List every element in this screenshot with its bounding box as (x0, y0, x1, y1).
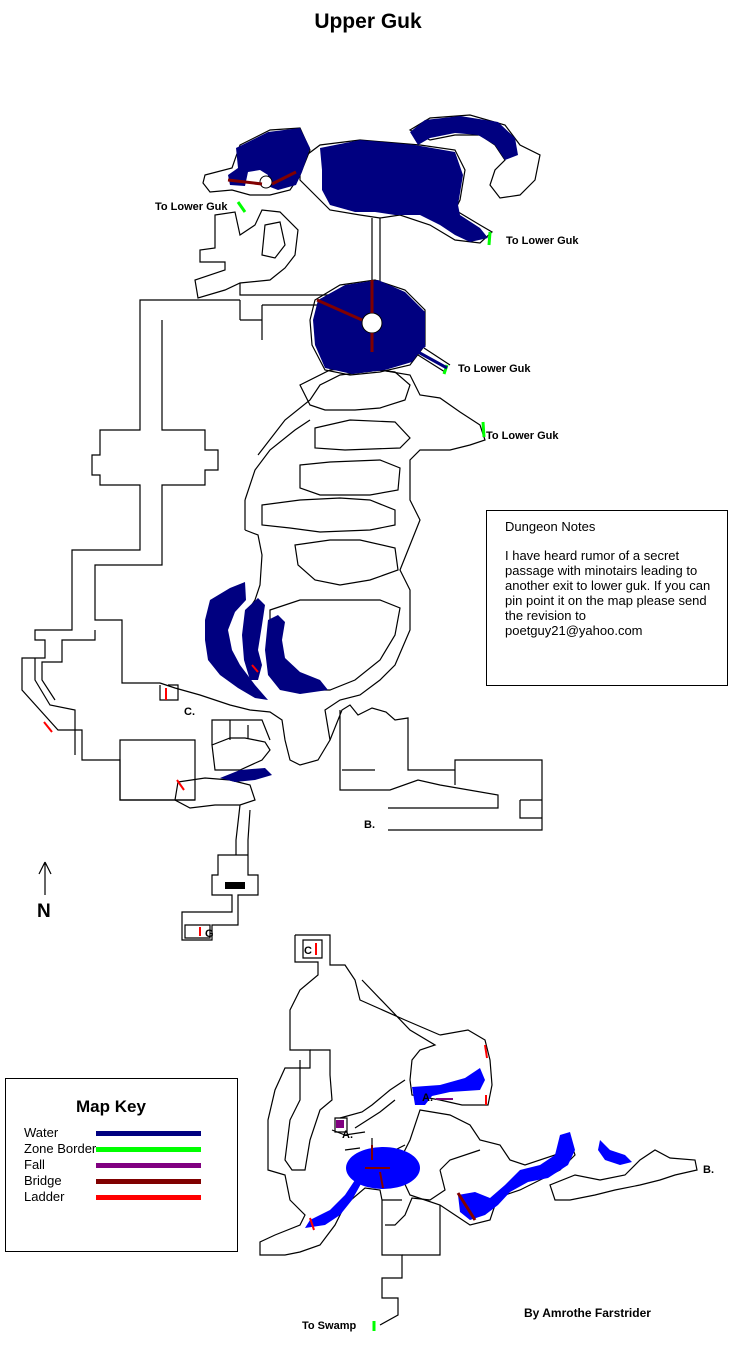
center-tunnels (159, 369, 486, 766)
label-to-lower-guk-2: To Lower Guk (506, 235, 579, 247)
key-swatch-fall (96, 1163, 201, 1168)
water-pool-small (220, 768, 272, 782)
maze-west (194, 209, 299, 299)
label-to-lower-guk-4: To Lower Guk (486, 430, 559, 442)
ladder-mid (251, 664, 259, 673)
key-label-ladder: Ladder (24, 1189, 65, 1204)
bridge-lower (456, 1192, 477, 1221)
label-a-lower: A. (342, 1129, 353, 1141)
central-lake-room (309, 279, 426, 376)
key-label-water: Water (24, 1125, 59, 1140)
bridge-central-w (316, 298, 363, 322)
label-b-upper: B. (364, 819, 375, 831)
marker-block (225, 882, 245, 889)
key-label-bridge: Bridge (24, 1173, 62, 1188)
room-sw (119, 739, 196, 801)
key-swatch-zone-border (96, 1147, 201, 1152)
key-swatch-water (96, 1131, 201, 1136)
maze-west-inner (261, 221, 286, 259)
label-g: G (205, 928, 214, 940)
water-lower-e (458, 1132, 575, 1220)
water-lower-ne (412, 1068, 485, 1105)
label-c-upper: C. (184, 706, 195, 718)
notes-heading: Dungeon Notes (505, 519, 596, 534)
key-label-fall: Fall (24, 1157, 45, 1172)
lower-top-room (259, 934, 493, 1326)
water-north-lake (320, 140, 488, 242)
label-a-upper: A. (422, 1092, 433, 1104)
label-to-lower-guk-1: To Lower Guk (155, 201, 228, 213)
north-label: N (37, 901, 51, 922)
zone-border-2 (487, 231, 492, 246)
water-sw-left (205, 582, 268, 700)
se-branch (329, 704, 543, 831)
ladder-lower-w (309, 1217, 315, 1231)
label-to-swamp: To Swamp (302, 1320, 356, 1332)
ladder-sw (176, 779, 185, 791)
water-sw-right (265, 615, 328, 694)
water-lower-w (305, 1180, 362, 1228)
map-key: Map Key Water Zone Border Fall Bridge La… (5, 1078, 238, 1252)
dungeon-notes: Dungeon Notes I have heard rumor of a se… (486, 510, 728, 686)
key-label-zone-border: Zone Border (24, 1141, 97, 1156)
label-to-lower-guk-3: To Lower Guk (458, 363, 531, 375)
bridge-nw (227, 170, 297, 186)
notes-body: I have heard rumor of a secret passage w… (505, 548, 711, 638)
author-credit: By Amrothe Farstrider (524, 1306, 651, 1320)
water-sw-mid (242, 598, 265, 680)
map-key-title: Map Key (76, 1097, 146, 1116)
map-title: Upper Guk (314, 10, 422, 33)
water-lower-far-e (598, 1140, 632, 1165)
ladder-w (43, 721, 53, 733)
west-corridor (21, 299, 263, 801)
water-ne (410, 116, 518, 160)
fall-marker-a (336, 1120, 344, 1128)
zone-border-1 (236, 201, 247, 213)
label-b-lower: B. (703, 1164, 714, 1176)
zone-border-4 (481, 421, 486, 438)
north-arrow (38, 861, 52, 895)
key-swatch-ladder (96, 1195, 201, 1200)
label-c-lower: C (304, 945, 312, 957)
key-swatch-bridge (96, 1179, 201, 1184)
